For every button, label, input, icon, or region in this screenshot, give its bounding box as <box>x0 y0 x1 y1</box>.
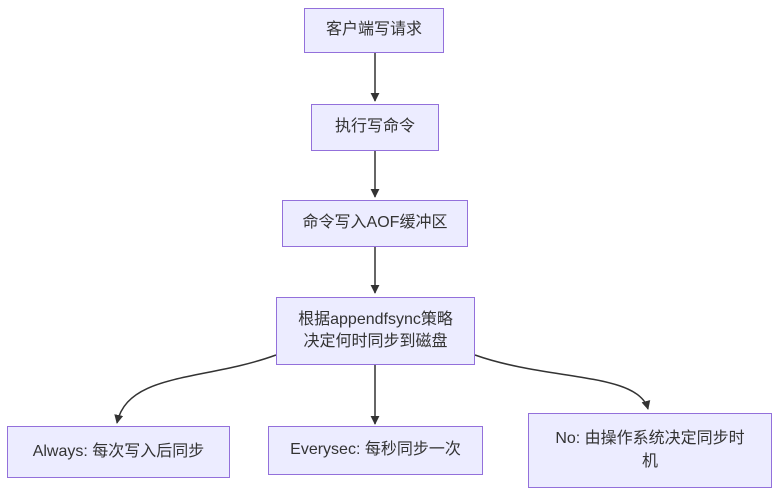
node-aof-buffer: 命令写入AOF缓冲区 <box>282 200 468 247</box>
node-client-write-request: 客户端写请求 <box>304 8 444 53</box>
node-appendfsync-strategy: 根据appendfsync策略 决定何时同步到磁盘 <box>276 297 475 365</box>
node-label-line: 根据appendfsync策略 <box>298 310 453 328</box>
node-label-line: 机 <box>641 452 658 470</box>
node-label: Everysec: 每秒同步一次 <box>290 441 461 459</box>
node-label: Always: 每次写入后同步 <box>32 442 205 460</box>
node-everysec-sync: Everysec: 每秒同步一次 <box>268 426 483 475</box>
edge-strategy-to-always <box>114 354 277 424</box>
node-label: 客户端写请求 <box>325 21 422 39</box>
node-always-sync: Always: 每次写入后同步 <box>7 426 230 478</box>
node-label-line: 决定何时同步到磁盘 <box>303 333 448 350</box>
edge-strategy-to-no <box>474 354 651 410</box>
node-label-line: No: 由操作系统决定同步时 <box>555 430 745 448</box>
node-label: 执行写命令 <box>334 118 415 136</box>
node-execute-write-command: 执行写命令 <box>311 104 439 151</box>
node-label: 命令写入AOF缓冲区 <box>302 214 448 232</box>
node-no-os-sync: No: 由操作系统决定同步时 机 <box>528 413 772 488</box>
